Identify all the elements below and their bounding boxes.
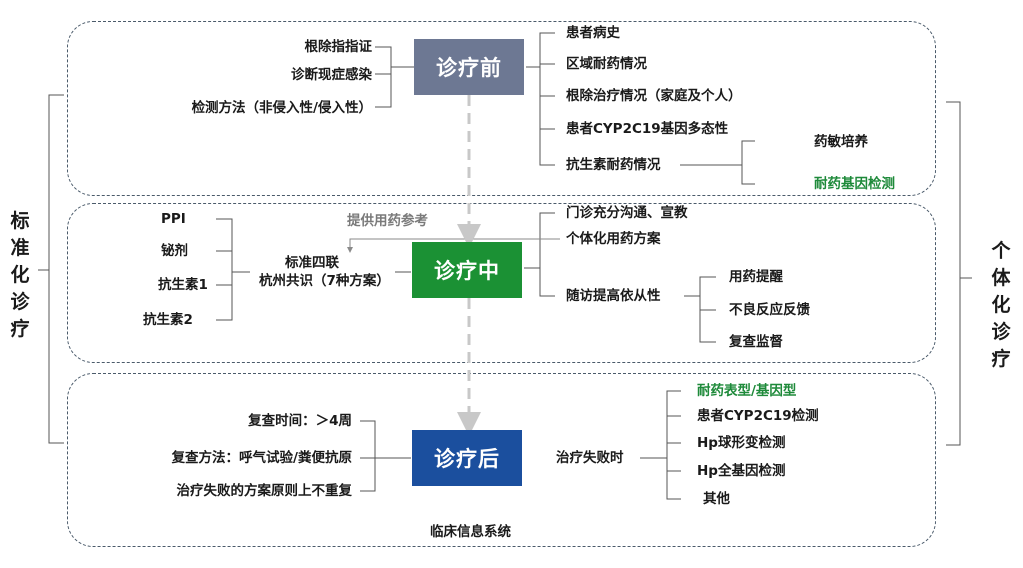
mid-drug-item: 抗生素2 bbox=[143, 312, 193, 328]
mid-sub-item: 复查监督 bbox=[729, 334, 783, 350]
mid-drug-item: PPI bbox=[161, 211, 186, 227]
mid-standard-regimen: 标准四联 bbox=[285, 255, 339, 271]
post-sub-item: 其他 bbox=[703, 491, 730, 507]
post-left-item: 复查时间：＞4周 bbox=[248, 413, 352, 429]
post-sub-item-highlight: 耐药表型/基因型 bbox=[697, 383, 797, 399]
post-sub-item: 患者CYP2C19检测 bbox=[697, 408, 819, 424]
pre-right-item: 患者CYP2C19基因多态性 bbox=[566, 121, 729, 137]
pre-right-item: 区域耐药情况 bbox=[566, 56, 647, 72]
standardized-treatment-label: 标准化诊疗 bbox=[10, 210, 30, 340]
post-sub-item: Hp球形变检测 bbox=[697, 435, 786, 451]
stage-pre-treatment: 诊疗前 bbox=[414, 39, 524, 95]
post-failure-label: 治疗失败时 bbox=[556, 450, 624, 466]
pre-right-item: 患者病史 bbox=[566, 25, 620, 41]
post-left-item: 治疗失败的方案原则上不重复 bbox=[176, 483, 353, 499]
clinical-info-system-label: 临床信息系统 bbox=[430, 524, 511, 540]
mid-treatment-panel bbox=[67, 203, 936, 363]
mid-sub-item: 用药提醒 bbox=[729, 269, 783, 285]
pre-treatment-panel bbox=[67, 21, 936, 196]
post-left-item: 复查方法：呼气试验/粪便抗原 bbox=[171, 450, 352, 466]
pre-left-item: 检测方法（非侵入性/侵入性） bbox=[191, 100, 372, 116]
pre-sub-item: 药敏培养 bbox=[814, 134, 868, 150]
right-brace bbox=[946, 101, 961, 446]
mid-right-item: 门诊充分沟通、宣教 bbox=[566, 205, 688, 221]
pre-left-item: 根除指指证 bbox=[304, 39, 373, 55]
pre-right-item: 抗生素耐药情况 bbox=[566, 157, 661, 173]
pre-right-item: 根除治疗情况（家庭及个人） bbox=[566, 88, 742, 104]
mid-sub-item: 不良反应反馈 bbox=[729, 302, 810, 318]
mid-right-item: 个体化用药方案 bbox=[566, 231, 661, 247]
individualized-treatment-label: 个体化诊疗 bbox=[991, 240, 1011, 370]
post-sub-item: Hp全基因检测 bbox=[697, 463, 786, 479]
pre-left-item: 诊断现症感染 bbox=[291, 67, 372, 83]
mid-reference-label: 提供用药参考 bbox=[347, 213, 428, 229]
mid-right-item: 随访提高依从性 bbox=[566, 288, 661, 304]
left-brace bbox=[48, 94, 64, 444]
stage-mid-treatment: 诊疗中 bbox=[412, 242, 522, 298]
post-treatment-panel bbox=[67, 373, 936, 547]
mid-drug-item: 抗生素1 bbox=[158, 277, 208, 293]
pre-sub-item-highlight: 耐药基因检测 bbox=[814, 176, 895, 192]
stage-post-treatment: 诊疗后 bbox=[412, 430, 522, 486]
mid-hangzhou-consensus: 杭州共识（7种方案） bbox=[259, 273, 390, 289]
mid-drug-item: 铋剂 bbox=[161, 243, 188, 259]
